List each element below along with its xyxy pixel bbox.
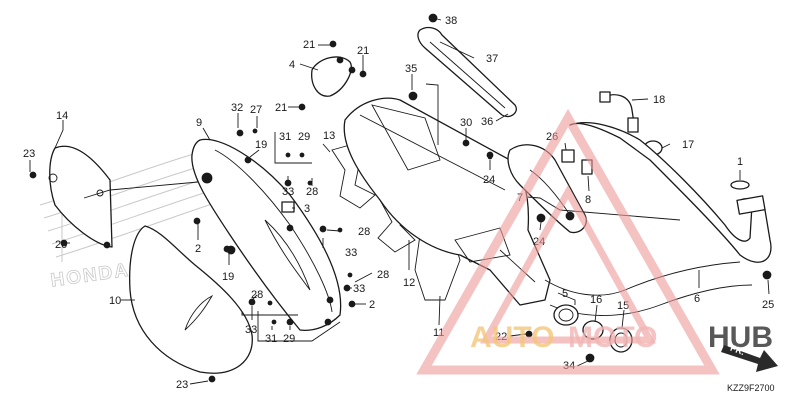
callout-2: 2 — [195, 243, 201, 255]
callouts: 38 21 21 4 37 35 21 18 36 14 32 27 9 31 … — [23, 15, 774, 391]
callout-5: 5 — [562, 288, 568, 300]
callout-12: 12 — [403, 277, 415, 289]
emblem-text: HONDA — [49, 260, 131, 292]
callout-23: 23 — [23, 148, 35, 160]
callout-33: 33 — [245, 324, 257, 336]
callout-11: 11 — [433, 327, 444, 339]
callout-13: 13 — [323, 130, 335, 142]
part-10-muffler-cover — [129, 225, 253, 383]
part-4-end-cap — [311, 56, 356, 97]
callout-23: 23 — [176, 379, 188, 391]
callout-38: 38 — [445, 15, 457, 27]
callout-28: 28 — [306, 186, 318, 198]
callout-30: 30 — [460, 117, 472, 129]
callout-18: 18 — [653, 94, 665, 106]
callout-24: 24 — [483, 174, 495, 186]
part-18-o2-sensor — [599, 91, 639, 133]
callout-29: 29 — [298, 131, 310, 143]
callout-3: 3 — [304, 203, 310, 215]
callout-14: 14 — [56, 110, 68, 122]
watermark-hub: HUB — [708, 321, 773, 354]
callout-28: 28 — [377, 269, 389, 281]
callout-33: 33 — [345, 247, 357, 259]
callout-27: 27 — [250, 104, 262, 116]
callout-21: 21 — [275, 102, 287, 114]
part-1-gasket — [730, 180, 750, 190]
front-direction-arrow: FR. — [721, 343, 778, 372]
callout-17: 17 — [682, 139, 694, 151]
callout-36: 36 — [481, 116, 493, 128]
callout-8: 8 — [585, 194, 591, 206]
watermark-moto: MOTO — [568, 321, 657, 354]
callout-2: 2 — [369, 299, 375, 311]
callout-31: 31 — [279, 131, 291, 143]
callout-32: 32 — [231, 102, 243, 114]
callout-21: 21 — [303, 39, 315, 51]
part-6-exhaust-pipe — [544, 122, 772, 316]
part-9-protector — [191, 138, 342, 331]
callout-19: 19 — [222, 271, 234, 283]
fasteners — [29, 40, 772, 363]
callout-37: 37 — [486, 53, 498, 65]
callout-28: 28 — [358, 226, 370, 238]
callout-21: 21 — [357, 45, 369, 57]
callout-16: 16 — [590, 294, 602, 306]
watermark-logo: AUTO MOTO HUB — [416, 108, 773, 375]
callout-29: 29 — [283, 333, 295, 345]
part-14-heat-guard — [48, 145, 199, 249]
callout-1: 1 — [737, 156, 743, 168]
callout-33: 33 — [353, 283, 365, 295]
callout-20: 20 — [55, 239, 67, 251]
callout-35: 35 — [405, 63, 417, 75]
callout-6: 6 — [694, 293, 700, 305]
direction-label: FR. — [729, 343, 746, 357]
watermark-auto: AUTO — [470, 321, 554, 354]
part-37-joint-pipe — [417, 13, 517, 118]
callout-9: 9 — [196, 117, 202, 129]
callout-10: 10 — [109, 295, 121, 307]
callout-28: 28 — [251, 289, 263, 301]
callout-25: 25 — [762, 299, 774, 311]
callout-31: 31 — [265, 333, 277, 345]
muffler-body — [343, 97, 551, 306]
callout-19: 19 — [255, 139, 267, 151]
diagram-code: KZZ9F2700 — [727, 383, 775, 393]
callout-4: 4 — [289, 59, 295, 71]
callout-33: 33 — [282, 186, 294, 198]
part-5-collar — [553, 304, 579, 326]
